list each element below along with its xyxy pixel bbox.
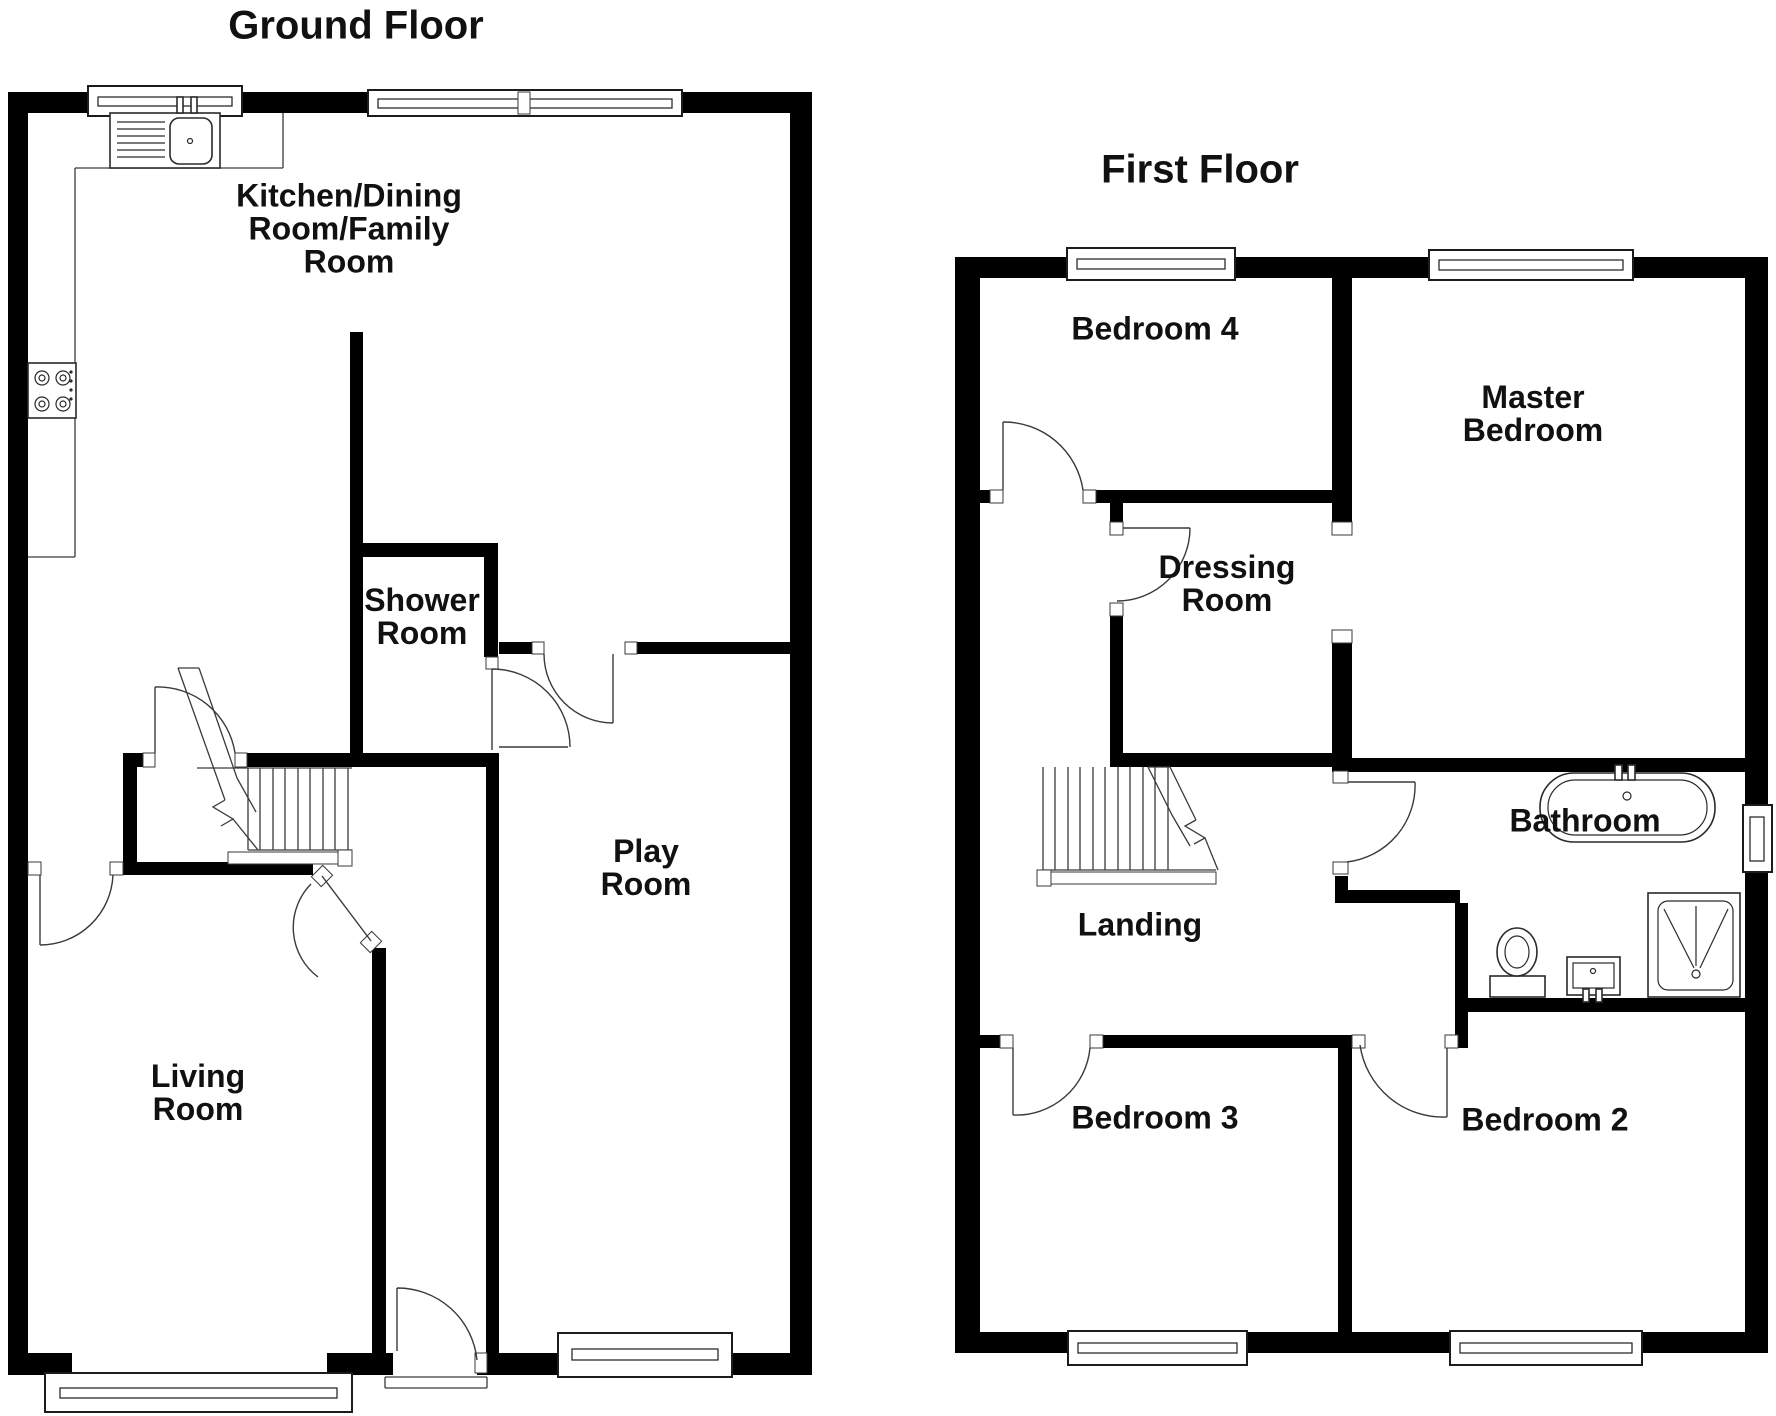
ground-floor-title: Ground Floor	[228, 3, 484, 48]
window	[1449, 1330, 1643, 1366]
wall	[978, 1035, 1000, 1048]
wall	[955, 257, 980, 1353]
wash-basin-icon	[1566, 956, 1621, 1003]
wall	[1332, 758, 1745, 772]
wall	[1110, 615, 1123, 767]
wall	[980, 490, 990, 503]
room-label-play-room: Play Room	[600, 833, 692, 902]
door	[531, 641, 638, 724]
wall	[123, 862, 313, 875]
window	[367, 89, 683, 117]
bay-window	[44, 1372, 353, 1413]
wall	[1123, 753, 1332, 767]
shower-tray-icon	[1647, 892, 1741, 998]
door	[27, 861, 124, 946]
wall	[247, 753, 498, 767]
door-opening	[393, 1351, 477, 1377]
wall	[1335, 890, 1460, 903]
window	[1742, 804, 1773, 873]
wall	[1455, 903, 1468, 1045]
door	[989, 421, 1097, 504]
wall	[1332, 643, 1352, 758]
wall	[350, 332, 363, 767]
first-floor-plan	[955, 247, 1773, 1366]
wall	[637, 642, 790, 654]
door	[1109, 521, 1191, 617]
window	[1067, 1330, 1248, 1366]
wall	[1332, 278, 1352, 522]
stair-direction-arrow	[1147, 766, 1219, 871]
room-label-dressing-room: Dressing Room	[1158, 549, 1296, 618]
stair-direction-arrow	[177, 667, 259, 851]
wall	[1338, 1035, 1352, 1353]
wall	[363, 543, 498, 557]
toilet-icon	[1489, 927, 1546, 998]
door	[1351, 1034, 1459, 1118]
wall	[790, 92, 812, 1375]
door	[1332, 770, 1416, 875]
wall	[8, 92, 28, 1375]
wall	[499, 642, 532, 654]
room-label-bedroom-3: Bedroom 3	[1071, 1099, 1239, 1136]
window	[557, 1332, 733, 1378]
room-label-bedroom-2: Bedroom 2	[1461, 1101, 1629, 1138]
room-label-bedroom-4: Bedroom 4	[1071, 310, 1239, 347]
wall	[372, 948, 386, 1353]
room-label-shower-room: Shower Room	[364, 582, 480, 651]
window	[87, 85, 243, 117]
wall	[1468, 998, 1745, 1012]
door	[142, 686, 248, 768]
wall	[1103, 1035, 1352, 1048]
room-label-bathroom: Bathroom	[1509, 802, 1661, 839]
window	[1428, 249, 1634, 281]
kitchen-sink-icon	[109, 96, 221, 169]
wall	[1458, 1035, 1468, 1048]
wall	[1335, 876, 1348, 890]
door	[999, 1034, 1104, 1116]
room-label-living-room: Living Room	[150, 1058, 246, 1127]
wall	[486, 753, 499, 1353]
door	[485, 656, 571, 750]
wall	[1110, 503, 1123, 522]
stove-icon	[27, 362, 77, 419]
door	[292, 864, 383, 978]
room-label-landing: Landing	[1077, 906, 1203, 943]
window	[1066, 247, 1236, 281]
staircase-icon	[1036, 766, 1219, 887]
bathtub-icon	[1539, 764, 1716, 843]
ground-floor-plan	[8, 85, 812, 1413]
wall	[123, 753, 137, 875]
room-label-kitchen: Kitchen/Dining Room/Family Room	[236, 177, 462, 280]
room-label-master-bedroom: Master Bedroom	[1462, 379, 1604, 448]
wall	[484, 543, 498, 657]
front-door	[384, 1287, 488, 1389]
staircase-icon	[177, 667, 353, 867]
first-floor-title: First Floor	[1101, 147, 1299, 192]
wall	[1096, 490, 1332, 503]
doorway-opening	[1331, 521, 1353, 644]
